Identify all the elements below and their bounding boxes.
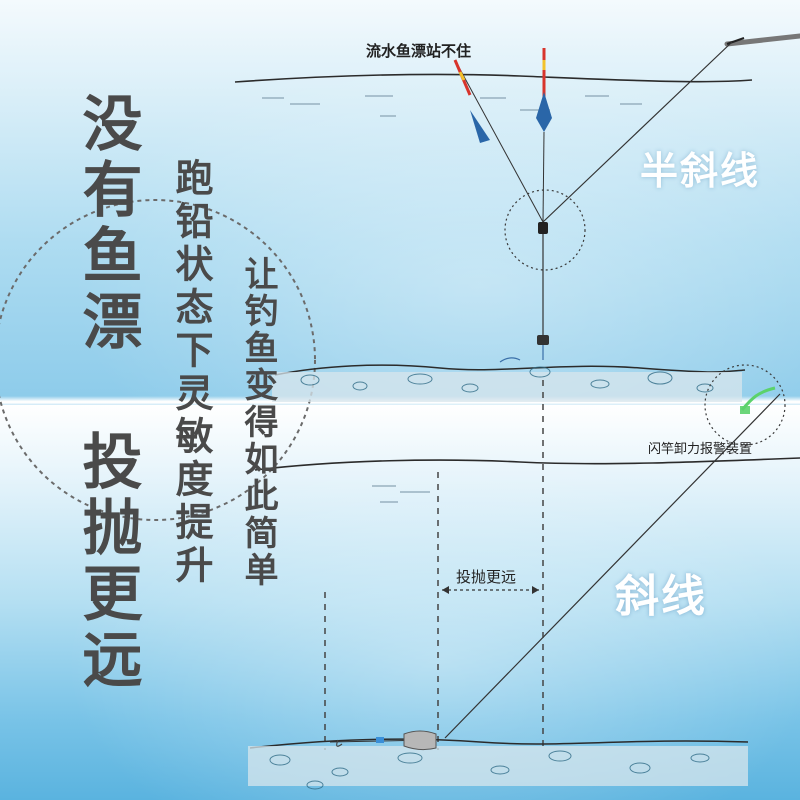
semi-slant-line <box>542 41 733 223</box>
simple-fishing-caption: 让钓鱼变得如此简单 <box>238 256 278 589</box>
fishing-rod-icon <box>724 33 800 47</box>
slant-line <box>444 393 781 739</box>
headline-no-float: 没有鱼漂 <box>72 92 142 356</box>
bottom-sinker-icon <box>403 730 437 751</box>
bottom-scene-water <box>0 405 800 800</box>
top-pebbles <box>300 366 714 393</box>
bottom-water-surface <box>254 457 800 471</box>
top-gravel-bed <box>272 372 742 402</box>
top-water-ripples <box>262 95 642 117</box>
swivel-icon <box>538 222 548 234</box>
float-unstable-label: 流水鱼漂站不住 <box>366 42 472 60</box>
bottom-rig <box>329 730 437 751</box>
alarm-device-label: 闪竿卸力报警装置 <box>648 442 753 457</box>
top-scene-water <box>0 0 800 405</box>
cast-distance-arrow <box>442 586 539 594</box>
bottom-hook-icon <box>336 739 343 747</box>
float-icon <box>453 48 552 223</box>
sensitivity-caption: 跑铅状态下灵敏度提升 <box>169 158 213 588</box>
top-seabed-line <box>274 364 746 376</box>
bottom-water-ripples <box>372 485 430 503</box>
cast-farther-label: 投抛更远 <box>456 568 517 586</box>
slant-label: 斜线 <box>615 571 707 622</box>
hook-icon <box>499 345 544 363</box>
top-water-surface <box>234 73 753 83</box>
bottom-pebbles <box>269 750 710 790</box>
bottom-seabed-line <box>249 738 749 749</box>
semi-slant-label: 半斜线 <box>640 149 761 193</box>
swivel-detail-circle <box>504 189 586 271</box>
alarm-detail-circle <box>704 364 786 446</box>
alarm-clip-icon <box>740 386 776 414</box>
headline-cast-farther: 投抛更远 <box>72 430 142 694</box>
sinker-icon <box>537 335 549 345</box>
highlight-dashed-circle <box>0 199 316 521</box>
